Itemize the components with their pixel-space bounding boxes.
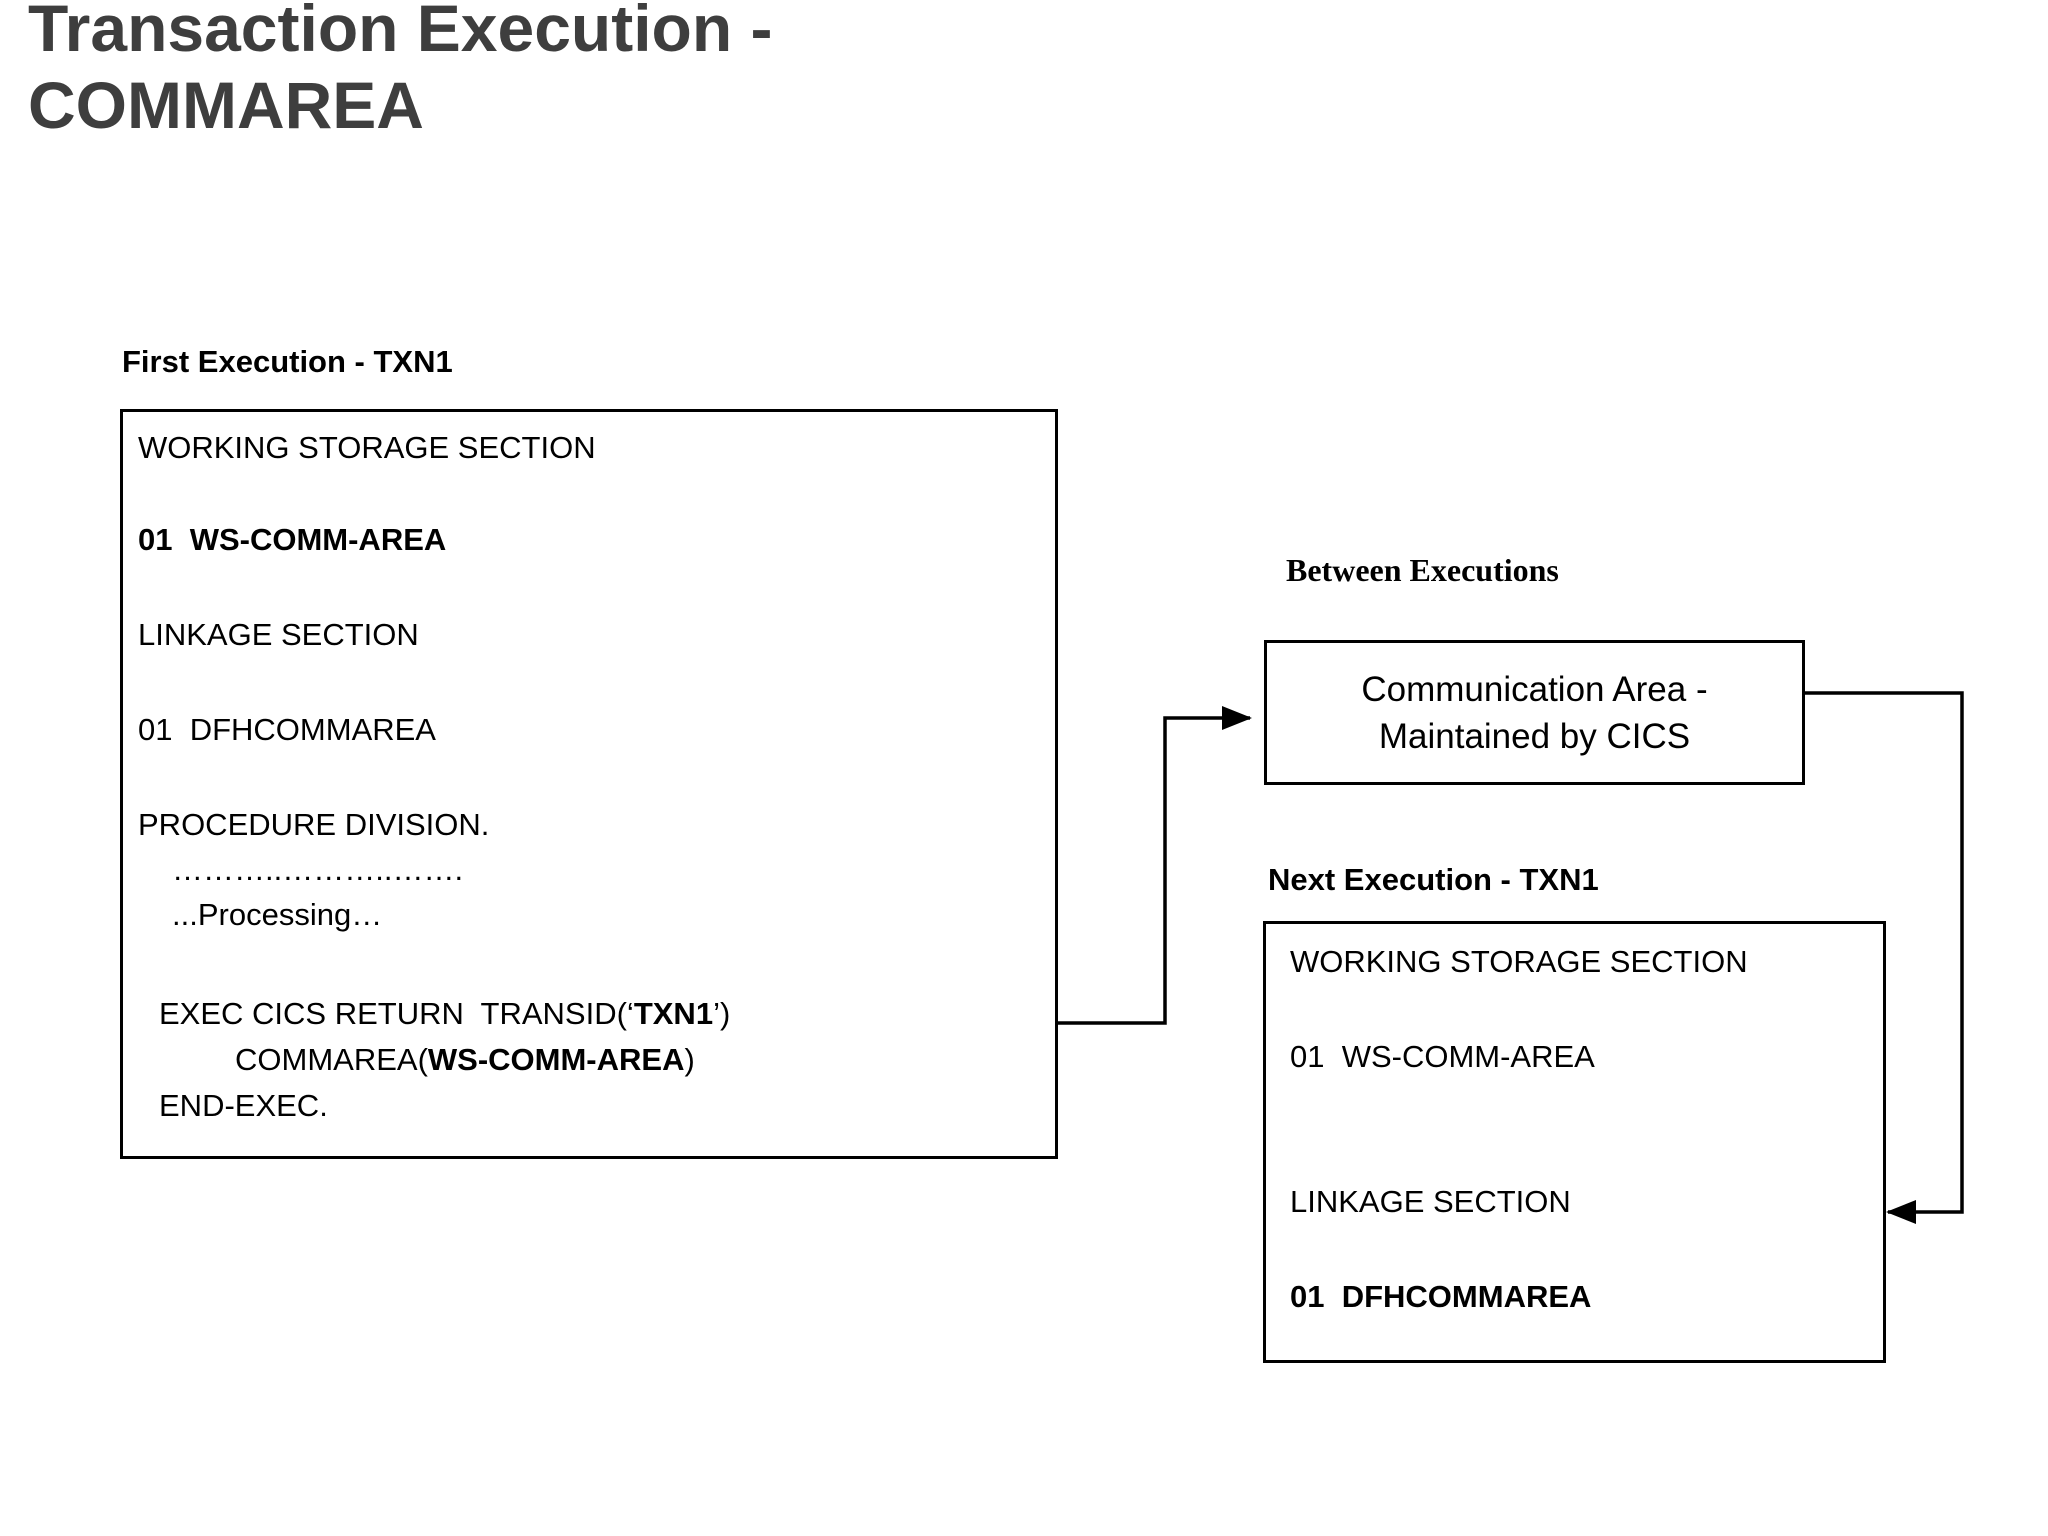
- communication-area-box: Communication Area - Maintained by CICS: [1264, 640, 1805, 785]
- code-line-end-exec: END-EXEC.: [159, 1088, 328, 1123]
- code-line-dfhcommarea: 01 DFHCOMMAREA: [1290, 1279, 1592, 1314]
- code-line-dfhcommarea: 01 DFHCOMMAREA: [138, 712, 436, 747]
- next-execution-label: Next Execution - TXN1: [1268, 862, 1599, 897]
- code-line-linkage-section: LINKAGE SECTION: [138, 617, 419, 652]
- first-execution-label: First Execution - TXN1: [122, 344, 453, 379]
- exec-return-suffix: ’): [713, 996, 731, 1031]
- between-executions-label: Between Executions: [1286, 552, 1559, 588]
- arrow-first-to-commarea: [1058, 706, 1252, 1025]
- commarea-prefix: COMMAREA(: [235, 1042, 428, 1077]
- code-line-dots: ………..………..…….: [172, 852, 464, 887]
- code-line-working-storage: WORKING STORAGE SECTION: [138, 430, 596, 465]
- code-line-linkage-section: LINKAGE SECTION: [1290, 1184, 1571, 1219]
- next-execution-box: WORKING STORAGE SECTION 01 WS-COMM-AREA …: [1263, 921, 1886, 1363]
- exec-return-prefix: EXEC CICS RETURN TRANSID(‘: [159, 996, 634, 1031]
- code-line-ws-comm-area: 01 WS-COMM-AREA: [1290, 1039, 1595, 1074]
- code-line-procedure-division: PROCEDURE DIVISION.: [138, 807, 490, 842]
- code-line-processing: ...Processing…: [172, 897, 383, 932]
- code-line-exec-cics-return: EXEC CICS RETURN TRANSID(‘TXN1’): [159, 996, 730, 1032]
- commarea-value: WS-COMM-AREA: [427, 1042, 685, 1077]
- exec-return-transid: TXN1: [633, 996, 714, 1031]
- code-line-commarea-param: COMMAREA(WS-COMM-AREA): [235, 1042, 695, 1078]
- code-line-working-storage: WORKING STORAGE SECTION: [1290, 944, 1748, 979]
- first-execution-box: WORKING STORAGE SECTION 01 WS-COMM-AREA …: [120, 409, 1058, 1159]
- page-title: Transaction Execution - COMMAREA: [28, 0, 773, 143]
- communication-area-line2: Maintained by CICS: [1378, 716, 1691, 756]
- code-line-ws-comm-area: 01 WS-COMM-AREA: [138, 522, 447, 557]
- communication-area-line1: Communication Area -: [1361, 669, 1708, 709]
- commarea-suffix: ): [684, 1042, 695, 1077]
